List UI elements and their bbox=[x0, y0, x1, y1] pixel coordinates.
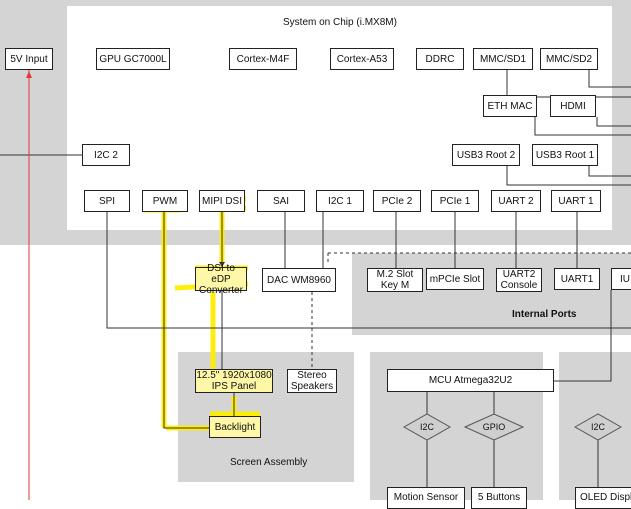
oled-display-block: OLED Displa bbox=[575, 487, 631, 509]
gpu-block: GPU GC7000L bbox=[96, 48, 170, 70]
ips-panel-block: 12.5" 1920x1080 IPS Panel bbox=[195, 369, 273, 393]
i2c-left-diamond bbox=[402, 413, 452, 441]
ddrc-block: DDRC bbox=[416, 48, 464, 70]
usb3-root-1-block: USB3 Root 1 bbox=[532, 144, 598, 166]
cortex-m4f-block: Cortex-M4F bbox=[229, 48, 297, 70]
uart-1-block: UART 1 bbox=[551, 190, 601, 212]
pwm-block: PWM bbox=[142, 190, 188, 212]
stereo-speakers-block: Stereo Speakers bbox=[287, 369, 337, 393]
mpcie-slot-block: mPCIe Slot bbox=[426, 268, 484, 290]
mipi-dsi-block: MIPI DSI bbox=[199, 190, 245, 212]
eth-mac-block: ETH MAC bbox=[483, 95, 537, 117]
i2c-right-diamond-label: I2C bbox=[590, 422, 605, 432]
hdmi-block: HDMI bbox=[550, 95, 596, 117]
highlight-strokes bbox=[143, 196, 260, 431]
uart2-console-block: UART2 Console bbox=[496, 268, 542, 292]
usb3-root-2-block: USB3 Root 2 bbox=[452, 144, 520, 166]
mmc-sd1-block: MMC/SD1 bbox=[473, 48, 533, 70]
spi-block: SPI bbox=[84, 190, 130, 212]
mmc-sd2-block: MMC/SD2 bbox=[540, 48, 598, 70]
internal-ports-region bbox=[352, 253, 631, 335]
m2-slot-block: M.2 Slot Key M bbox=[367, 268, 423, 292]
internal-ports-title: Internal Ports bbox=[512, 309, 577, 320]
mcu-block: MCU Atmega32U2 bbox=[387, 369, 554, 392]
i2c-right-diamond bbox=[573, 413, 623, 441]
soc-title: System on Chip (i.MX8M) bbox=[283, 17, 397, 28]
buttons-block: 5 Buttons bbox=[471, 487, 527, 509]
gpio-diamond bbox=[463, 413, 525, 441]
backlight-block: Backlight bbox=[209, 416, 261, 438]
dsi-to-edp-converter-block: DSI to eDP Converter bbox=[195, 263, 247, 296]
sai-block: SAI bbox=[257, 190, 305, 212]
uart-2-block: UART 2 bbox=[491, 190, 541, 212]
pcie-2-block: PCIe 2 bbox=[373, 190, 421, 212]
motion-sensor-block: Motion Sensor bbox=[387, 487, 465, 509]
i2c-2-block: I2C 2 bbox=[82, 144, 130, 166]
screen-assembly-title: Screen Assembly bbox=[230, 457, 308, 468]
i2c-left-diamond-label: I2C bbox=[419, 422, 434, 432]
i2c-1-block: I2C 1 bbox=[316, 190, 364, 212]
dac-block: DAC WM8960 bbox=[262, 268, 336, 292]
iu-port-block: IU bbox=[611, 268, 631, 290]
power-input-block: 5V Input bbox=[5, 48, 53, 70]
pcie-1-block: PCIe 1 bbox=[431, 190, 479, 212]
gpio-diamond-label: GPIO bbox=[482, 422, 506, 432]
power-arrow-icon bbox=[26, 71, 32, 78]
uart1-port-block: UART1 bbox=[554, 268, 600, 290]
cortex-a53-block: Cortex-A53 bbox=[330, 48, 394, 70]
